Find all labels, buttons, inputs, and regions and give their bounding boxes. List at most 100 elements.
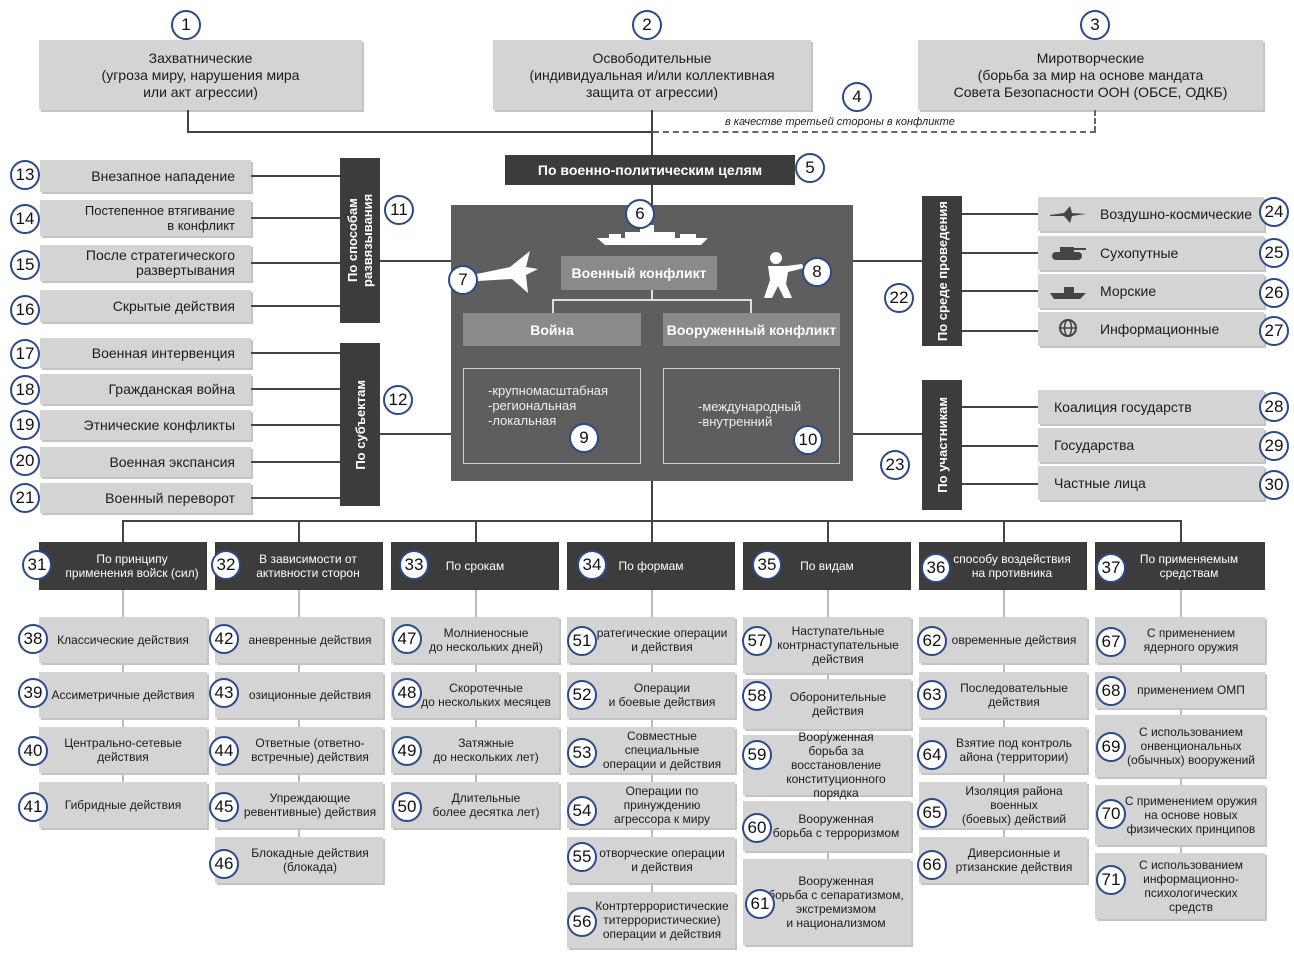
left-item-19: Этнические конфликты bbox=[40, 410, 251, 440]
connector bbox=[651, 520, 653, 542]
war-box: Война bbox=[463, 313, 641, 346]
badge-18: 18 bbox=[10, 375, 40, 405]
left-item-21: Военный переворот bbox=[40, 483, 251, 513]
group-subjects: По субъектам bbox=[340, 343, 380, 506]
badge-34: 34 bbox=[577, 550, 607, 580]
badge-40: 40 bbox=[18, 736, 48, 766]
left-item-13: Внезапное нападение bbox=[40, 160, 251, 192]
badge-4: 4 bbox=[842, 82, 872, 112]
badge-10: 10 bbox=[793, 425, 823, 455]
right-item-30: Частные лица bbox=[1038, 466, 1264, 500]
connector bbox=[251, 262, 340, 264]
item-52: Операции и боевые действия bbox=[567, 672, 735, 718]
connector bbox=[251, 175, 340, 177]
badge-14: 14 bbox=[10, 204, 40, 234]
right-item-28: Коалиция государств bbox=[1038, 390, 1264, 424]
group-unleashing-methods: По способам развязывания bbox=[340, 158, 380, 323]
badge-38: 38 bbox=[18, 624, 48, 654]
left-item-16: Скрытые действия bbox=[40, 290, 251, 322]
badge-71: 71 bbox=[1096, 865, 1126, 895]
group-participants: По участникам bbox=[922, 380, 962, 510]
tank-icon bbox=[1052, 247, 1086, 260]
badge-50: 50 bbox=[392, 792, 422, 822]
connector bbox=[475, 520, 477, 542]
connector bbox=[298, 590, 300, 860]
connector bbox=[962, 330, 1038, 332]
connector bbox=[962, 406, 1038, 408]
item-70: С применением оружия на основе новых физ… bbox=[1095, 785, 1265, 845]
badge-11: 11 bbox=[384, 195, 414, 225]
badge-25: 25 bbox=[1259, 238, 1289, 268]
item-54: Операции по принуждению агрессора к миру bbox=[567, 782, 735, 828]
badge-41: 41 bbox=[18, 792, 48, 822]
badge-2: 2 bbox=[632, 10, 662, 40]
badge-30: 30 bbox=[1259, 470, 1289, 500]
badge-31: 31 bbox=[22, 550, 52, 580]
dashed-connector bbox=[1094, 110, 1096, 132]
connector bbox=[122, 520, 124, 542]
badge-70: 70 bbox=[1096, 799, 1126, 829]
connector bbox=[1180, 520, 1182, 542]
badge-62: 62 bbox=[917, 626, 947, 656]
column-header-31: По принципу применения войск (сил) bbox=[39, 542, 207, 590]
badge-65: 65 bbox=[917, 798, 947, 828]
group-environment-label: По среде проведения bbox=[934, 200, 950, 342]
badge-8: 8 bbox=[802, 257, 832, 287]
item-53: Совместные специальные операции и действ… bbox=[567, 727, 735, 773]
connector bbox=[552, 299, 554, 313]
connector bbox=[962, 445, 1038, 447]
peacekeeping-conflicts-box: Миротворческие (борьба за мир на основе … bbox=[918, 40, 1263, 110]
connector bbox=[651, 481, 653, 521]
jet-icon bbox=[1050, 206, 1086, 223]
badge-16: 16 bbox=[10, 295, 40, 325]
third-party-note: в качестве третьей стороны в конфликте bbox=[725, 116, 955, 128]
badge-52: 52 bbox=[567, 680, 597, 710]
item-65: Изоляция района военных (боевых) действи… bbox=[919, 782, 1087, 828]
badge-54: 54 bbox=[567, 796, 597, 826]
connector bbox=[962, 213, 1038, 215]
badge-49: 49 bbox=[392, 736, 422, 766]
connector bbox=[1003, 590, 1005, 860]
badge-26: 26 bbox=[1259, 278, 1289, 308]
badge-59: 59 bbox=[742, 740, 772, 770]
badge-29: 29 bbox=[1259, 431, 1289, 461]
badge-17: 17 bbox=[10, 339, 40, 369]
badge-47: 47 bbox=[392, 624, 422, 654]
connector bbox=[251, 388, 340, 390]
globe-icon bbox=[1059, 319, 1077, 337]
item-40: Центрально-сетевые действия bbox=[39, 727, 207, 773]
badge-57: 57 bbox=[742, 626, 772, 656]
badge-13: 13 bbox=[10, 160, 40, 190]
item-46: Блокадные действия (блокада) bbox=[215, 837, 383, 883]
badge-12: 12 bbox=[383, 385, 413, 415]
badge-23: 23 bbox=[880, 450, 910, 480]
connector bbox=[380, 433, 451, 435]
warship-icon bbox=[597, 222, 708, 245]
connector bbox=[962, 252, 1038, 254]
badge-63: 63 bbox=[917, 680, 947, 710]
item-39: Ассиметричные действия bbox=[39, 672, 207, 718]
right-item-26: Морские bbox=[1038, 274, 1264, 308]
badge-9: 9 bbox=[569, 423, 599, 453]
badge-61: 61 bbox=[745, 889, 775, 919]
item-45: Упреждающие ревентивные) действия bbox=[215, 782, 383, 828]
left-item-20: Военная экспансия bbox=[40, 447, 251, 477]
badge-5: 5 bbox=[795, 153, 825, 183]
connector bbox=[962, 483, 1038, 485]
item-62: овременные действия bbox=[919, 617, 1087, 663]
connector bbox=[750, 299, 752, 313]
badge-32: 32 bbox=[211, 550, 241, 580]
badge-28: 28 bbox=[1259, 392, 1289, 422]
connector bbox=[251, 352, 340, 354]
connector bbox=[853, 433, 922, 435]
connector bbox=[651, 290, 653, 300]
fighter-jet-icon bbox=[472, 251, 538, 293]
item-64: Взятие под контроль айона (территории) bbox=[919, 727, 1087, 773]
badge-1: 1 bbox=[171, 10, 201, 40]
connector bbox=[187, 110, 189, 132]
badge-58: 58 bbox=[742, 681, 772, 711]
connector bbox=[651, 185, 653, 205]
badge-27: 27 bbox=[1259, 316, 1289, 346]
badge-51: 51 bbox=[567, 626, 597, 656]
boat-icon bbox=[1050, 287, 1086, 299]
